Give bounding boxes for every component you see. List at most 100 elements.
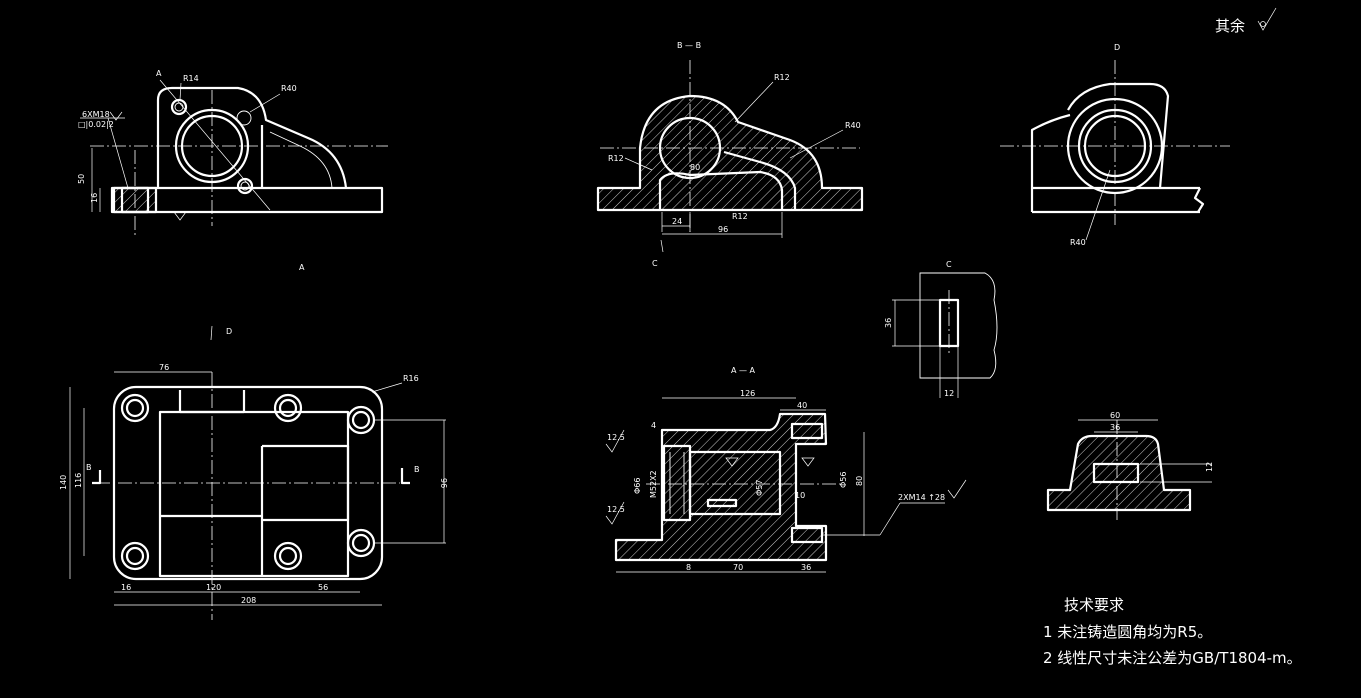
front-small-hole-bottom-inner bbox=[240, 181, 250, 191]
top-hole-5 bbox=[273, 541, 303, 571]
top-dim-96: 96 bbox=[439, 478, 448, 488]
section-bb-r12c: R12 bbox=[732, 212, 748, 221]
section-aa-dim-4: 4 bbox=[651, 421, 656, 430]
section-aa-dim-40: 40 bbox=[797, 401, 807, 410]
section-aa-dim-10: 10 bbox=[795, 491, 805, 500]
section-aa-body bbox=[614, 412, 828, 562]
view-d: D R40 bbox=[1000, 43, 1230, 247]
section-bb-cut-c-mark bbox=[660, 239, 664, 253]
section-bb-small-dim: 80 bbox=[690, 163, 700, 172]
view-d-left bbox=[1030, 113, 1071, 212]
front-body-outline bbox=[156, 86, 348, 189]
front-small-hole-bottom bbox=[236, 177, 254, 195]
top-view-holes bbox=[120, 393, 376, 571]
top-dim-16: 16 bbox=[121, 583, 131, 592]
section-bb-r40: R40 bbox=[845, 121, 861, 130]
top-r16-leader bbox=[371, 382, 403, 393]
roughness-note: 其余 bbox=[1215, 7, 1277, 35]
top-hole-5-inner bbox=[278, 546, 298, 566]
section-aa-dim-70: 70 bbox=[733, 563, 743, 572]
front-base-plate bbox=[110, 186, 384, 214]
top-hole-2-inner bbox=[278, 398, 298, 418]
front-roughness-icon bbox=[109, 111, 123, 121]
front-leader-6xm18 bbox=[107, 117, 129, 189]
front-r40-leader bbox=[249, 93, 281, 113]
top-cut-b-left-mark bbox=[92, 470, 102, 485]
section-aa-dim-8: 8 bbox=[686, 563, 691, 572]
section-aa-dia-57: Φ57 bbox=[755, 480, 764, 496]
view-c-title: C bbox=[946, 260, 952, 269]
front-view: 50 16 6XM18 □|0.02|2 R14 R40 A A bbox=[77, 69, 388, 272]
top-hole-3 bbox=[346, 405, 376, 435]
section-bb-r12b-leader bbox=[624, 157, 653, 171]
top-dim-120: 120 bbox=[206, 583, 221, 592]
top-r16: R16 bbox=[403, 374, 419, 383]
front-small-hole-top bbox=[170, 98, 188, 116]
top-view-body bbox=[158, 410, 350, 578]
top-view: D 76 R16 140 116 96 16 120 56 208 B B bbox=[59, 325, 448, 620]
top-hole-4-inner bbox=[125, 546, 145, 566]
front-r14-leader bbox=[179, 82, 182, 101]
detail-view: 60 36 12 bbox=[1046, 411, 1214, 520]
top-hole-6-inner bbox=[351, 533, 371, 553]
section-aa-thread-leader-diag bbox=[879, 502, 901, 536]
section-aa-rough-icon-c bbox=[947, 479, 967, 499]
front-dim-16: 16 bbox=[90, 193, 99, 203]
top-dim-116: 116 bbox=[74, 473, 83, 488]
tech-requirement-2: 2 线性尺寸未注公差为GB/T1804-m。 bbox=[1043, 649, 1302, 667]
section-aa-key-slot bbox=[706, 498, 738, 508]
section-bb-title: B — B bbox=[677, 41, 701, 50]
section-aa-thread-note: 2XM14 ↑28 bbox=[898, 493, 945, 502]
front-r14: R14 bbox=[183, 74, 199, 83]
front-datum-triangle-icon bbox=[173, 211, 187, 221]
top-cut-b-left: B bbox=[86, 463, 92, 472]
top-hole-3-inner bbox=[351, 410, 371, 430]
section-aa-datum-icon-a bbox=[725, 457, 739, 467]
view-d-title: D bbox=[1114, 43, 1120, 52]
top-dim-56: 56 bbox=[318, 583, 328, 592]
top-hole-2 bbox=[273, 393, 303, 423]
front-section-a-bottom: A bbox=[299, 263, 305, 272]
view-c-outline bbox=[919, 272, 998, 379]
detail-body bbox=[1046, 434, 1192, 512]
section-bb-r40-leader bbox=[789, 129, 844, 159]
view-d-r40: R40 bbox=[1070, 238, 1086, 247]
front-section-a-top: A bbox=[156, 69, 162, 78]
front-flatness-text: □|0.02|2 bbox=[78, 120, 114, 129]
section-aa-thread-bore bbox=[662, 444, 692, 522]
section-bb-dim-96: 96 bbox=[718, 225, 728, 234]
detail-dim-60: 60 bbox=[1110, 411, 1120, 420]
top-view-inner-lines bbox=[160, 446, 264, 576]
view-c-dim-36: 36 bbox=[884, 318, 893, 328]
top-cut-b-right-mark bbox=[400, 468, 410, 485]
top-view-d-mark bbox=[210, 325, 213, 341]
section-bb-passage bbox=[723, 150, 797, 210]
section-aa-rough-125a: 12.5 bbox=[607, 433, 625, 442]
roughness-note-text: 其余 bbox=[1215, 17, 1245, 35]
section-aa-rough-125b: 12.5 bbox=[607, 505, 625, 514]
front-small-hole-top-inner bbox=[174, 102, 184, 112]
section-aa-datum-icon-b bbox=[801, 457, 815, 467]
section-aa-rough-icon-b bbox=[605, 501, 625, 525]
section-aa-dim-80: 80 bbox=[855, 476, 864, 486]
section-bb-r12b: R12 bbox=[608, 154, 624, 163]
view-d-break bbox=[1193, 187, 1205, 213]
section-aa-dim-126: 126 bbox=[740, 389, 755, 398]
front-dim-50: 50 bbox=[77, 174, 86, 184]
view-d-r40-leader bbox=[1085, 169, 1111, 241]
section-bb-cavity bbox=[658, 170, 784, 210]
section-aa-tap-top bbox=[790, 422, 824, 440]
view-c: C 36 12 bbox=[884, 260, 998, 398]
detail-slot bbox=[1092, 462, 1140, 484]
tech-requirements: 技术要求 1 未注铸造圆角均为R5。 2 线性尺寸未注公差为GB/T1804-m… bbox=[1043, 596, 1302, 667]
roughness-symbol-icon bbox=[1257, 7, 1277, 31]
tech-requirement-1: 1 未注铸造圆角均为R5。 bbox=[1043, 623, 1212, 641]
roughness-circle-icon bbox=[1260, 21, 1266, 27]
section-bb-cut-c: C bbox=[652, 259, 658, 268]
section-bb-r12a: R12 bbox=[774, 73, 790, 82]
front-small-hole-right bbox=[236, 110, 252, 126]
top-hole-4 bbox=[120, 541, 150, 571]
top-hole-1 bbox=[120, 393, 150, 423]
front-r40: R40 bbox=[281, 84, 297, 93]
